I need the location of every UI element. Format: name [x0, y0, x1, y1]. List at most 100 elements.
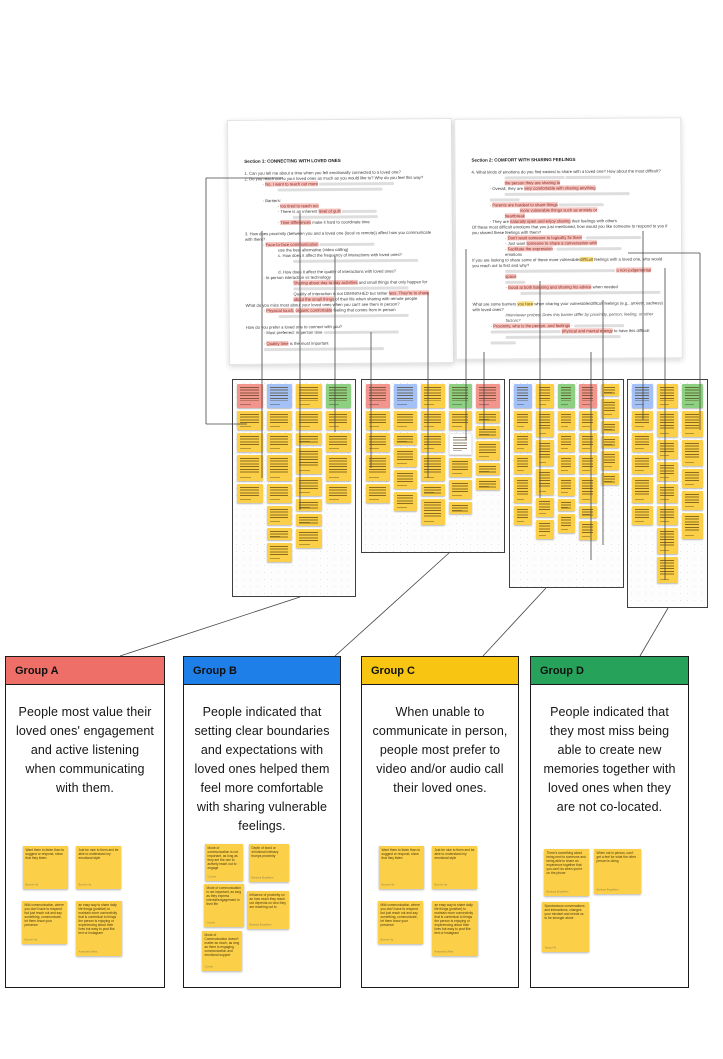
category-sticky-note-green[interactable]	[448, 384, 473, 408]
sticky-note[interactable]	[601, 451, 619, 470]
sticky-note[interactable]	[296, 433, 322, 445]
sticky-note[interactable]	[601, 421, 619, 433]
sticky-note[interactable]	[535, 469, 554, 495]
sticky-note[interactable]	[296, 411, 322, 430]
interview-notes-page-2[interactable]: Section 2: COMFORT WITH SHARING FEELINGS…	[454, 117, 683, 360]
sticky-note[interactable]	[476, 463, 500, 475]
sticky-note[interactable]	[557, 433, 576, 452]
sticky-note[interactable]	[601, 473, 619, 485]
category-sticky-note-red[interactable]	[366, 384, 390, 408]
sticky-note[interactable]	[601, 384, 619, 396]
sticky-note[interactable]	[296, 477, 322, 496]
sticky-note[interactable]	[535, 411, 554, 437]
cluster-frame-4[interactable]	[627, 379, 708, 608]
category-sticky-note-red[interactable]	[579, 384, 598, 408]
sticky-note[interactable]	[266, 528, 292, 540]
sticky-note[interactable]	[325, 455, 351, 481]
group-sticky-note[interactable]: Mode of communication is not important, …	[204, 884, 244, 927]
sticky-note[interactable]	[601, 399, 619, 418]
group-c-card[interactable]: Group C When unable to communicate in pe…	[361, 656, 519, 988]
sticky-note[interactable]	[557, 499, 576, 511]
sticky-note[interactable]	[682, 469, 703, 488]
sticky-note[interactable]	[325, 411, 351, 430]
sticky-note[interactable]	[296, 514, 322, 526]
sticky-note[interactable]	[535, 520, 554, 539]
group-sticky-note[interactable]: Mild communication, where you don't have…	[22, 901, 67, 944]
sticky-note[interactable]	[266, 506, 292, 525]
sticky-note[interactable]	[448, 411, 473, 430]
group-sticky-note[interactable]: an easy way to share daily life things (…	[76, 901, 122, 956]
sticky-note[interactable]	[393, 411, 418, 430]
group-sticky-note[interactable]: Just be nice to them and be able to unde…	[432, 846, 477, 889]
sticky-note[interactable]	[421, 484, 445, 496]
sticky-note[interactable]	[237, 455, 263, 481]
sticky-note[interactable]	[579, 521, 598, 540]
sticky-note[interactable]	[448, 480, 473, 499]
sticky-note[interactable]	[237, 484, 263, 503]
sticky-note[interactable]	[632, 411, 653, 430]
sticky-note[interactable]	[366, 433, 390, 452]
sticky-note[interactable]	[421, 455, 445, 481]
sticky-note[interactable]	[448, 458, 473, 477]
sticky-note[interactable]	[514, 455, 532, 474]
sticky-note[interactable]	[557, 411, 576, 430]
sticky-note[interactable]	[266, 433, 292, 452]
group-sticky-note[interactable]: Spontaneous conversations and interactio…	[542, 902, 589, 952]
sticky-note[interactable]	[237, 433, 263, 452]
group-sticky-note[interactable]: There's something about being next to so…	[544, 849, 589, 896]
category-sticky-note-blue[interactable]	[632, 384, 653, 408]
sticky-note[interactable]	[682, 513, 703, 539]
sticky-note[interactable]	[266, 411, 292, 430]
cluster-frame-3[interactable]	[509, 379, 624, 588]
group-sticky-note[interactable]: Mild communication, where you don't have…	[378, 901, 423, 944]
sticky-note[interactable]	[296, 448, 322, 474]
sticky-note[interactable]	[393, 448, 418, 467]
group-sticky-note[interactable]: Want them to listen than to suggest or r…	[379, 846, 424, 889]
sticky-note[interactable]	[421, 433, 445, 452]
sticky-note[interactable]	[266, 484, 292, 503]
sticky-note[interactable]	[657, 462, 678, 481]
sticky-note[interactable]	[366, 411, 390, 430]
group-sticky-note[interactable]: Just be nice to them and be able to unde…	[76, 846, 121, 889]
category-sticky-note-yellow[interactable]	[421, 384, 445, 408]
sticky-note[interactable]	[393, 470, 418, 489]
category-sticky-note-blue[interactable]	[393, 384, 418, 408]
sticky-note[interactable]	[682, 491, 703, 510]
sticky-note[interactable]	[657, 411, 678, 437]
group-sticky-note[interactable]: Influence of proximity on an how much th…	[247, 891, 289, 929]
category-sticky-note-red[interactable]	[476, 384, 500, 408]
sticky-note[interactable]	[421, 499, 445, 525]
group-sticky-note[interactable]: Want them to listen than to suggest or r…	[23, 846, 68, 889]
sticky-note[interactable]	[657, 528, 678, 554]
sticky-note[interactable]	[296, 499, 322, 511]
sticky-note[interactable]	[579, 455, 598, 474]
sticky-note[interactable]	[514, 477, 532, 503]
sticky-note[interactable]	[579, 477, 598, 503]
group-sticky-note[interactable]: Mode of communication is not important, …	[205, 844, 243, 881]
category-sticky-note-blue[interactable]	[514, 384, 532, 408]
sticky-note[interactable]	[266, 543, 292, 562]
group-sticky-note[interactable]: Mode of Communication doesn't matter as …	[202, 931, 242, 971]
sticky-note[interactable]	[325, 433, 351, 452]
category-sticky-note-green[interactable]	[557, 384, 576, 408]
sticky-note[interactable]	[296, 529, 322, 548]
sticky-note[interactable]	[448, 502, 473, 514]
group-sticky-note[interactable]: Depth of bond or emotional intimacy trum…	[249, 844, 289, 882]
category-sticky-note-yellow[interactable]	[657, 384, 678, 408]
sticky-note[interactable]	[657, 506, 678, 525]
sticky-note[interactable]	[657, 440, 678, 459]
category-sticky-note-red[interactable]	[237, 384, 263, 408]
category-sticky-note-blue[interactable]	[266, 384, 292, 408]
category-sticky-note-green[interactable]	[682, 384, 703, 408]
group-b-card[interactable]: Group B People indicated that setting cl…	[183, 656, 341, 988]
sticky-note[interactable]	[632, 477, 653, 503]
sticky-note[interactable]	[557, 514, 576, 533]
interview-notes-page-1[interactable]: Section 1: CONNECTING WITH LOVED ONES 1.…	[226, 118, 455, 365]
sticky-note[interactable]	[476, 441, 500, 460]
sticky-note[interactable]	[366, 455, 390, 481]
category-sticky-note-yellow[interactable]	[296, 384, 322, 408]
group-sticky-note[interactable]: an easy way to share daily life things (…	[432, 901, 478, 956]
sticky-note[interactable]	[421, 411, 445, 430]
sticky-note[interactable]	[682, 440, 703, 466]
sticky-note[interactable]	[579, 411, 598, 430]
